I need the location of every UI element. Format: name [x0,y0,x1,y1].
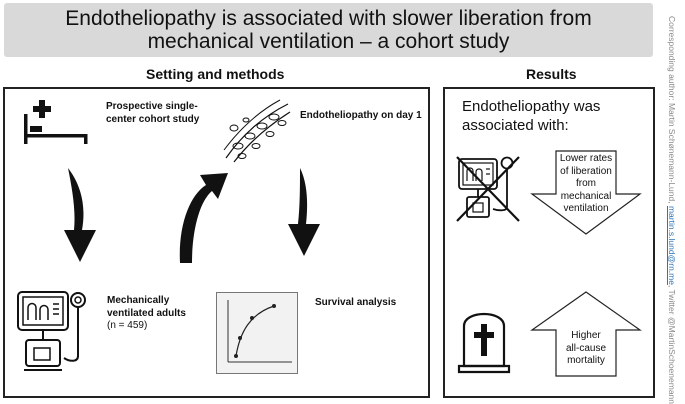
title-banner: Endotheliopathy is associated with slowe… [4,3,653,57]
setting-panel [3,87,430,398]
setting-heading: Setting and methods [146,66,285,82]
curved-arrow-icon [64,168,96,262]
step3-label: Mechanically ventilated adults (n = 459) [107,295,186,331]
cohort-size: (n = 459) [107,320,148,331]
page-title: Endotheliopathy is associated with slowe… [65,7,592,53]
results-heading: Results [526,66,577,82]
survival-curve-icon [216,292,298,374]
outcome-liberation: Lower rates of liberation from mechanica… [559,153,613,214]
ventilator-icon [17,291,86,371]
outcome-mortality: Higher all-cause mortality [565,330,607,366]
author-email-link[interactable]: martin.s.lund@rn.me [667,205,677,285]
up-arrow-icon [530,291,642,377]
corresponding-author: Corresponding author: Martin Schønemann-… [667,16,677,404]
tombstone-icon [457,313,511,374]
crossed-ventilator-icon [456,156,520,222]
step4-label: Survival analysis [315,297,397,308]
curved-arrow-icon [179,173,228,263]
curved-arrow-icon [288,168,320,256]
hospital-bed-icon [24,100,88,144]
twitter-handle: Twitter @MartinSchoenemann [667,289,677,404]
step2-label: Endotheliopathy on day 1 [300,110,422,121]
results-panel [443,87,655,398]
down-arrow-icon [530,150,642,235]
endothelium-vessel-icon [223,99,291,163]
step1-label: Prospective single- center cohort study [106,101,200,125]
results-intro: Endotheliopathy was associated with: [462,98,601,134]
